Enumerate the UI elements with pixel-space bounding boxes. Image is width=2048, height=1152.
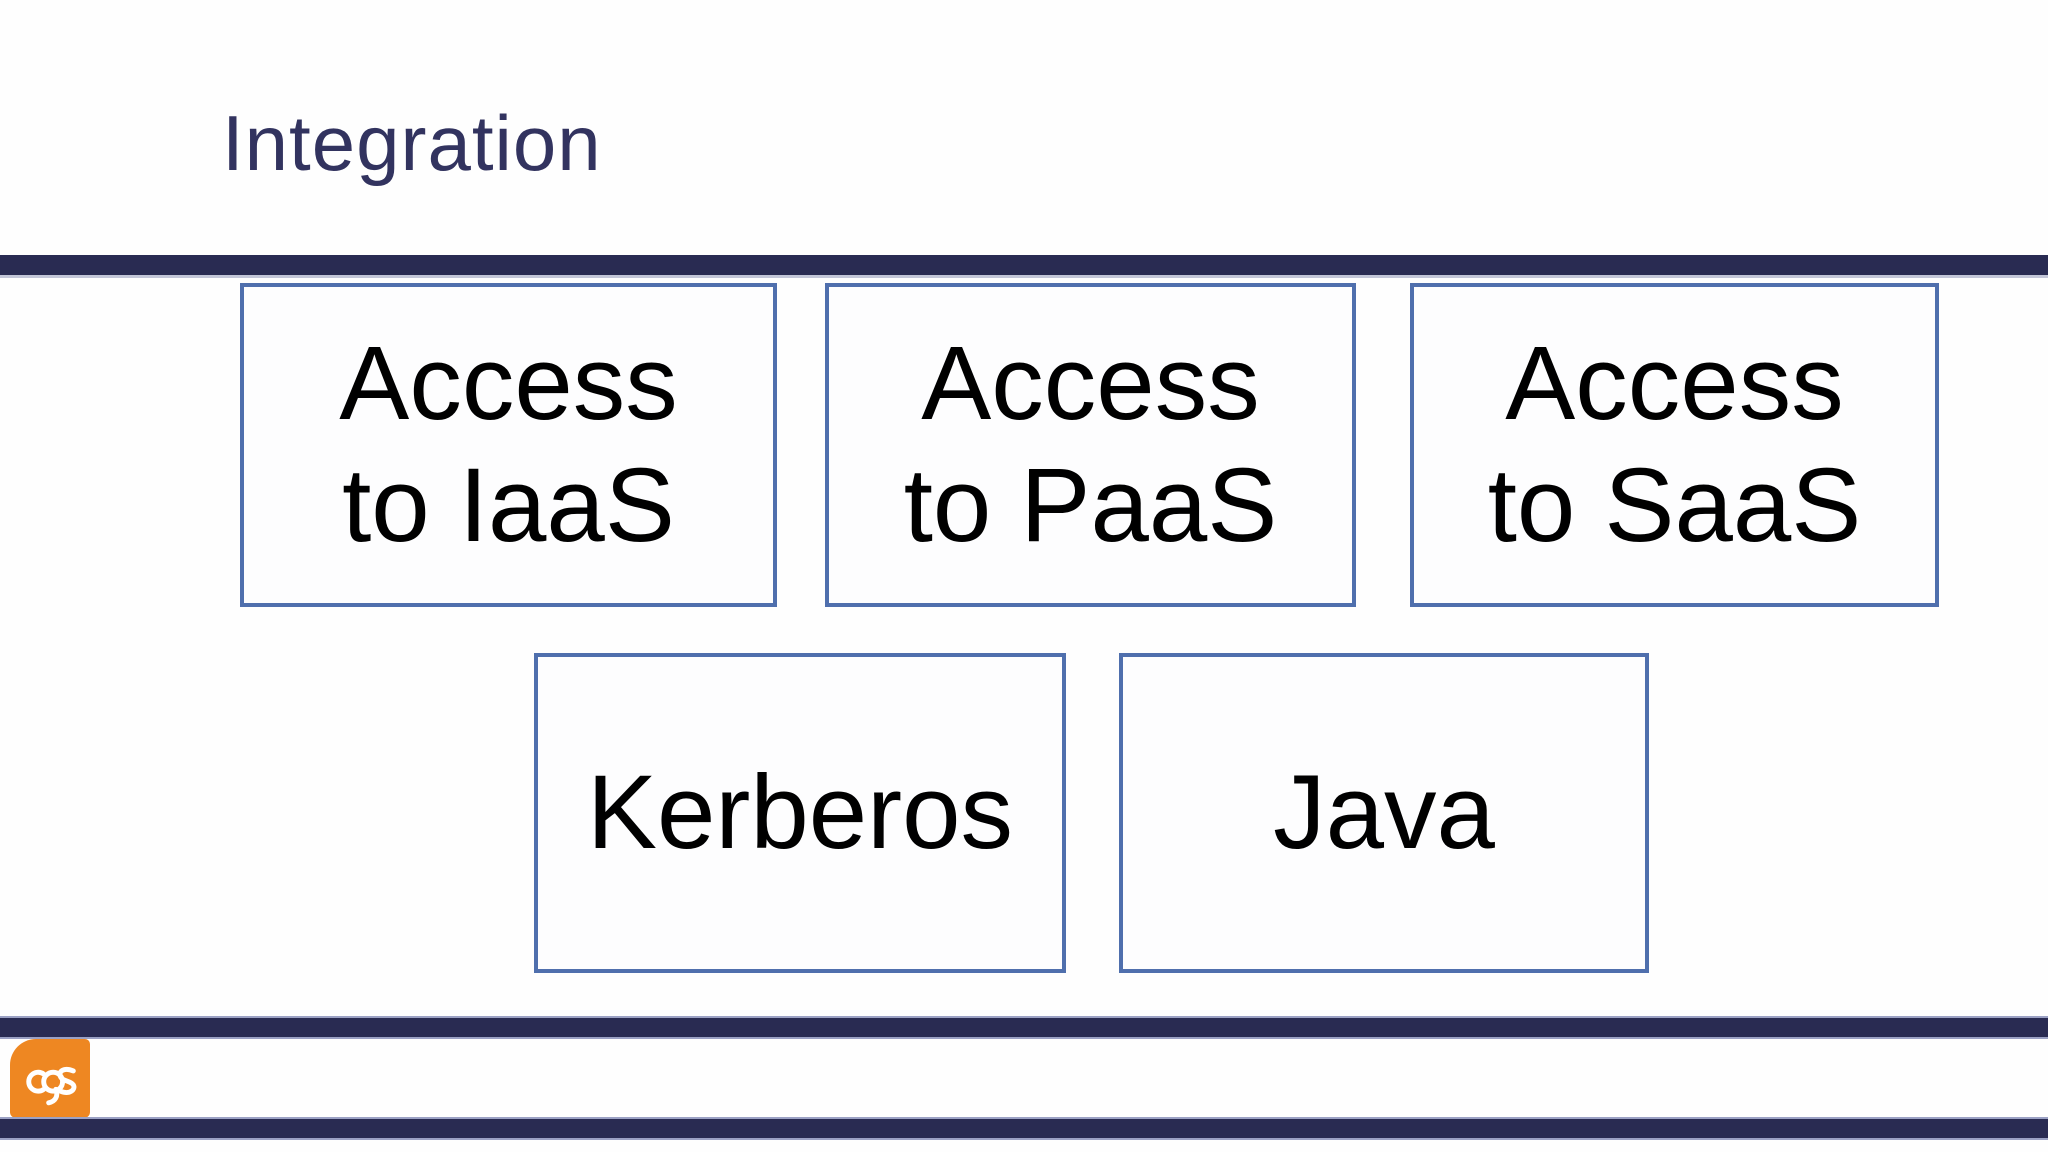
box-access-saas: Access to SaaS (1410, 283, 1939, 607)
box-access-iaas-label: Access to IaaS (339, 325, 678, 564)
box-java: Java (1119, 653, 1649, 973)
box-access-iaas: Access to IaaS (240, 283, 777, 607)
box-java-label: Java (1273, 754, 1495, 872)
page-title: Integration (222, 99, 602, 187)
cps-logo: cps (10, 1039, 90, 1118)
box-kerberos-label: Kerberos (586, 754, 1014, 872)
box-kerberos: Kerberos (534, 653, 1066, 973)
header-divider-bar (0, 255, 2048, 278)
box-access-paas: Access to PaaS (825, 283, 1356, 607)
footer-divider-bar-lower (0, 1117, 2048, 1140)
cps-logo-icon (26, 1066, 77, 1105)
box-access-saas-label: Access to SaaS (1487, 325, 1862, 564)
box-access-paas-label: Access to PaaS (903, 325, 1278, 564)
footer-divider-bar-upper (0, 1016, 2048, 1039)
